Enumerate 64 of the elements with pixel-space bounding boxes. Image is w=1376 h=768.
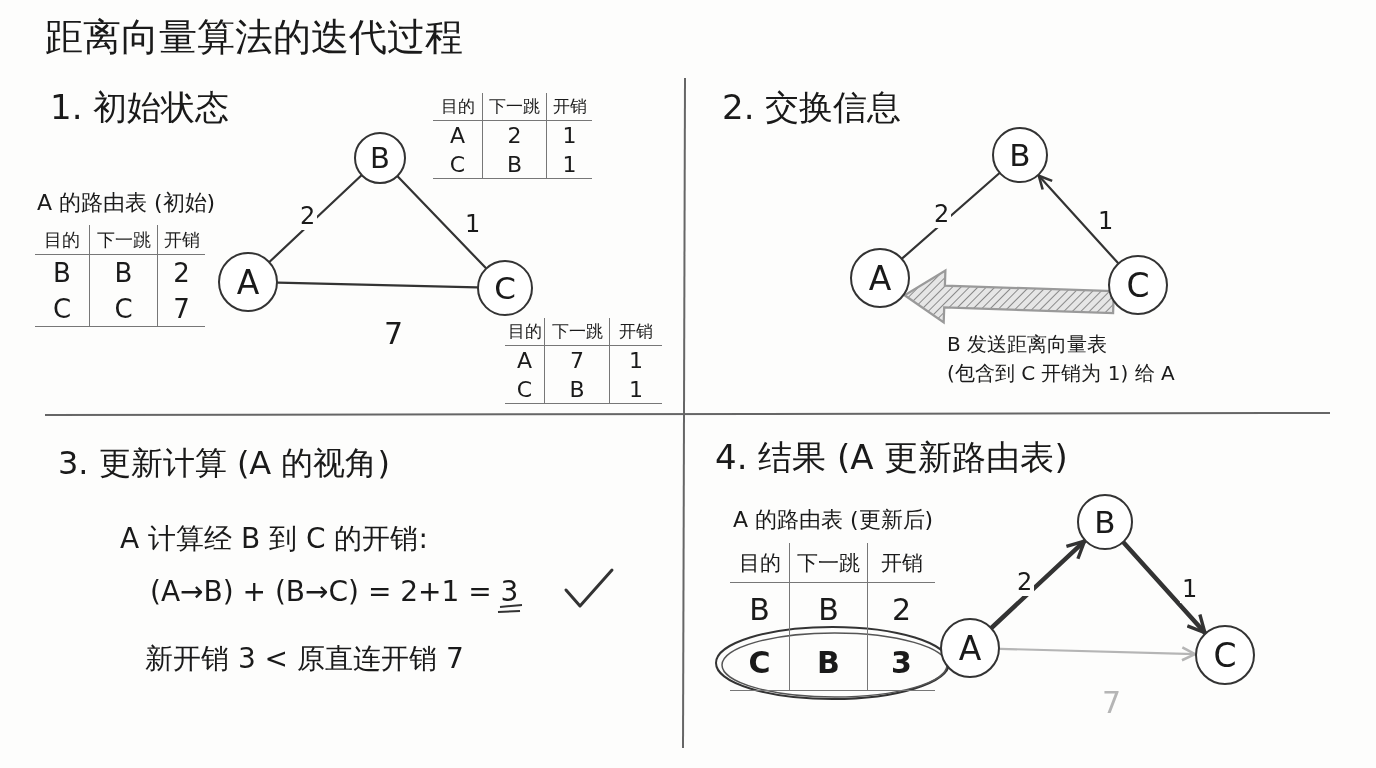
table-cell: B xyxy=(483,150,547,179)
table-cell: B xyxy=(730,583,790,635)
table-cell: 3 xyxy=(868,635,935,691)
node-circle: B xyxy=(1077,494,1133,550)
table-cell: B xyxy=(90,255,158,291)
table-header-cell: 下一跳 xyxy=(483,93,547,121)
table-cell: C xyxy=(505,375,545,404)
table-header-cell: 目的 xyxy=(505,318,545,346)
node-circle: A xyxy=(850,248,910,308)
table-cell: B xyxy=(790,583,868,635)
node-circle: A xyxy=(940,618,1000,678)
arrow xyxy=(1037,174,1119,264)
table-cell-text: 2 xyxy=(172,257,191,290)
node-circle: C xyxy=(1195,625,1255,685)
table-cell-text: 1 xyxy=(628,347,644,375)
table-cell: C xyxy=(90,291,158,327)
table-header-cell: 开销 xyxy=(158,225,205,255)
table-header-cell: 目的 xyxy=(35,225,90,255)
arrow xyxy=(1121,540,1208,635)
table-cell: C xyxy=(433,150,483,179)
table-cell-text: 1 xyxy=(561,122,578,150)
arrow xyxy=(989,538,1087,630)
table-cell: B xyxy=(790,635,868,691)
section-heading: 2. 交换信息 xyxy=(722,86,902,129)
table-header-cell: 开销 xyxy=(610,318,662,346)
node-circle: B xyxy=(992,127,1048,183)
table-header-cell: 下一跳 xyxy=(790,543,868,583)
table-cell: 7 xyxy=(545,346,610,375)
table-header-cell: 开销 xyxy=(868,543,935,583)
table-cell-text: 2 xyxy=(890,590,913,629)
table-header-cell: 下一跳 xyxy=(90,225,158,255)
section-heading: 3. 更新计算 (A 的视角) xyxy=(58,443,390,484)
table-cell: B xyxy=(545,375,610,404)
block-arrow xyxy=(902,268,1115,325)
table-header-cell: 目的 xyxy=(730,543,790,583)
calculation-text: 新开销 3 < 原直连开销 7 xyxy=(145,641,464,677)
table-header-cell: 目的 xyxy=(433,93,483,121)
title: 距离向量算法的迭代过程 xyxy=(45,14,463,61)
node-circle: C xyxy=(1108,255,1168,315)
connection-line xyxy=(901,172,1001,260)
table-header-cell: 下一跳 xyxy=(545,318,610,346)
calculation-text: (A→B) + (B→C) = 2+1 = 3 xyxy=(150,575,519,608)
table-cell: C xyxy=(35,291,90,327)
table-cell: 1 xyxy=(547,150,592,179)
connection-line xyxy=(268,174,363,263)
table-cell: 7 xyxy=(158,291,205,327)
connection-line xyxy=(276,281,479,289)
table-cell: A xyxy=(505,346,545,375)
table-caption: A 的路由表 (初始) xyxy=(37,189,216,217)
connection-line xyxy=(396,175,487,269)
node-circle: C xyxy=(477,260,533,316)
table-cell: 2 xyxy=(483,121,547,150)
section-heading: 1. 初始状态 xyxy=(50,86,230,129)
arrow xyxy=(998,646,1197,662)
table-cell: A xyxy=(433,121,483,150)
node-circle: B xyxy=(354,132,406,184)
table-header-cell: 开销 xyxy=(547,93,592,121)
table-cell: C xyxy=(730,635,790,691)
node-circle: A xyxy=(218,252,278,312)
calculation-text: A 计算经 B 到 C 的开销: xyxy=(120,521,428,557)
table-cell: 1 xyxy=(610,375,662,404)
section-heading: 4. 结果 (A 更新路由表) xyxy=(715,436,1068,479)
table-cell: B xyxy=(35,255,90,291)
table-caption: A 的路由表 (更新后) xyxy=(733,506,934,534)
